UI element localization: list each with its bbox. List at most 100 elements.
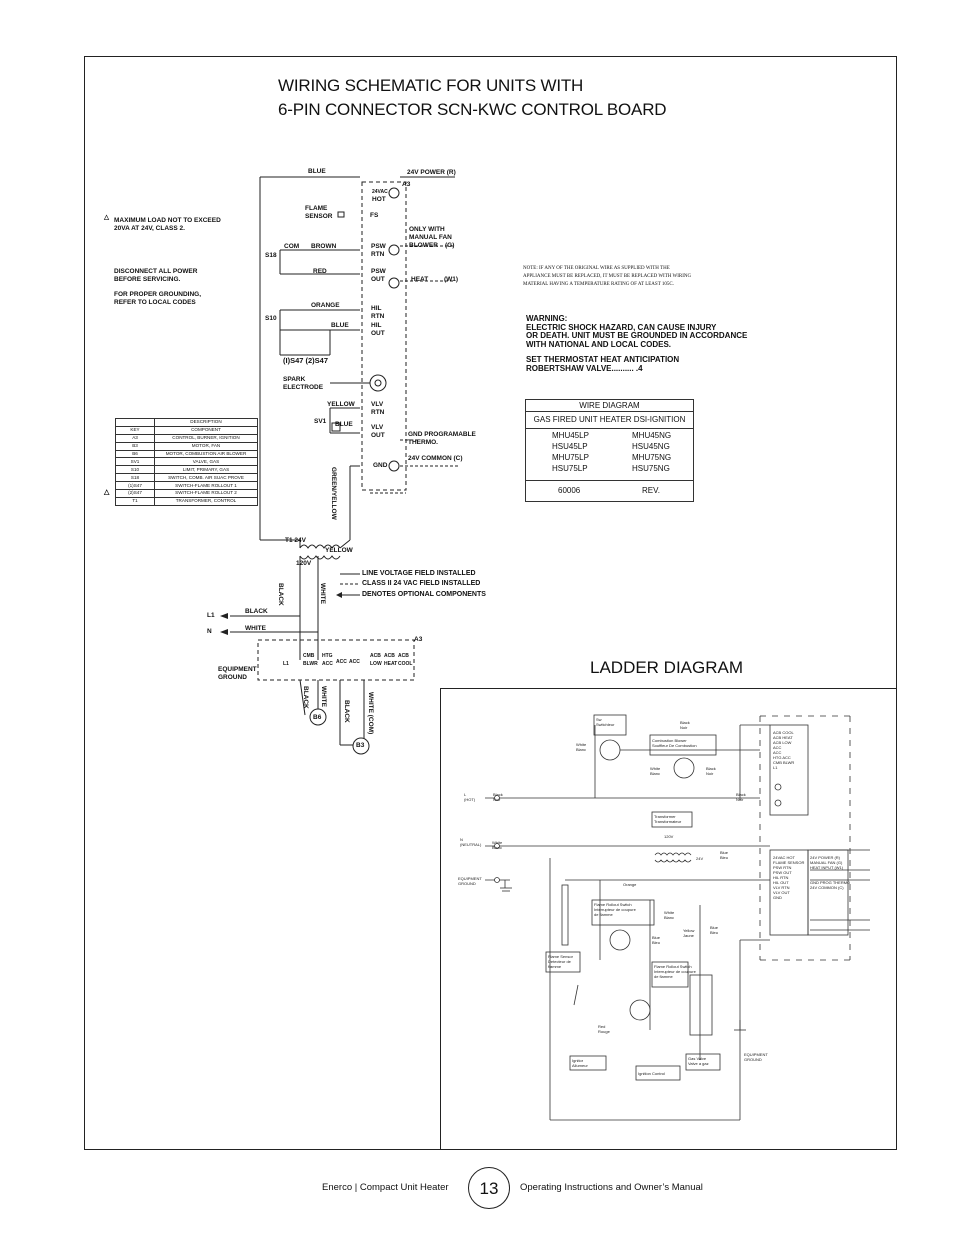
b3-label: B3 xyxy=(356,742,365,749)
blue3-label: BLUE xyxy=(335,421,353,428)
table-header-key xyxy=(115,418,155,427)
white-vertical-label: WHITE xyxy=(319,583,326,604)
com-label: COM xyxy=(284,243,300,250)
disconnect-note: DISCONNECT ALL POWER BEFORE SERVICING. xyxy=(114,268,198,283)
n-label: N xyxy=(207,628,212,635)
t1-label: T1 24V xyxy=(285,537,306,544)
l1b-label: L1 xyxy=(283,661,289,667)
a3-label: A3 xyxy=(402,181,411,188)
ladder-24v: 24V xyxy=(696,856,704,861)
thermostat-note: SET THERMOSTAT HEAT ANTICIPATION ROBERTS… xyxy=(526,355,680,373)
brown-label: BROWN xyxy=(311,243,337,250)
legend-solid: LINE VOLTAGE FIELD INSTALLED xyxy=(362,570,476,577)
ladder-right-labels: 24V POWER (R) MANUAL FAN (G) HEAT INPUT … xyxy=(810,855,851,890)
black-vertical-label: BLACK xyxy=(277,583,284,606)
wire-diagram-footer xyxy=(526,480,693,503)
acc1-label: ACC xyxy=(336,659,347,665)
sv1-label: SV1 xyxy=(314,418,327,425)
ladder-blue-3: Blue Bleu xyxy=(710,925,719,935)
ladder-transformer: Transformer Transformateur xyxy=(654,814,682,824)
max-load-note: MAXIMUM LOAD NOT TO EXCEED 20VA AT 24V, … xyxy=(114,217,221,232)
psw-rtn-label: PSW RTN xyxy=(371,243,386,258)
ladder-combustion-switch: Flame Rollout Switch Interrupteur de cou… xyxy=(594,902,636,917)
legend-arrow: DENOTES OPTIONAL COMPONENTS xyxy=(362,591,486,598)
yellow2-label: YELLOW xyxy=(325,547,353,554)
heat-label: HEAT xyxy=(411,276,429,283)
black4-label: BLACK xyxy=(343,700,350,723)
ladder-black-4: Black Noir xyxy=(736,792,746,802)
fs-label: FS xyxy=(370,212,379,219)
ladder-ignitor: Ignitor Allumeur xyxy=(572,1058,588,1068)
ladder-black-top: Black Noir xyxy=(680,720,690,730)
hil-rtn-label: HIL RTN xyxy=(371,305,385,320)
ladder-white-4: White Blanc xyxy=(664,910,675,920)
ladder-l-hot: L (HOT) xyxy=(464,792,476,802)
ladder-blue-1: Blue Bleu xyxy=(720,850,729,860)
acc2-label: ACC xyxy=(349,659,360,665)
ladder-rollout-switch: Flame Rollout Switch Interrupteur de cou… xyxy=(654,964,696,979)
page-number: 13 xyxy=(468,1167,510,1209)
footer-left: Enerco | Compact Unit Heater xyxy=(322,1182,449,1193)
ladder-flame-sensor: Flame Sensor Detecteur de flamme xyxy=(548,954,573,969)
vlv-out-label: VLV OUT xyxy=(371,424,385,439)
page-frame xyxy=(84,56,897,1150)
ladder-white-3: White Blanc xyxy=(492,840,503,850)
white2-label: WHITE xyxy=(245,625,266,632)
flame-sensor-label: FLAME SENSOR xyxy=(305,205,333,220)
ladder-blue-2: Blue Bleu xyxy=(652,935,661,945)
b6-label: B6 xyxy=(313,714,322,721)
legend-dashed: CLASS II 24 VAC FIELD INSTALLED xyxy=(362,580,481,587)
spark-electrode-label: SPARK ELECTRODE xyxy=(283,376,324,391)
page-footer: Enerco | Compact Unit Heater 13 Operatin… xyxy=(0,1167,954,1209)
cmb-blwr-label: CMB BLWR xyxy=(303,653,318,667)
warning-triangle-icon: △ xyxy=(104,489,110,496)
footer-right: Operating Instructions and Owner’s Manua… xyxy=(520,1182,703,1193)
replace-note: NOTE: IF ANY OF THE ORIGINAL WIRE AS SUP… xyxy=(523,266,692,287)
diagram-number: 60006 xyxy=(558,486,581,495)
acb-low-label: ACB LOW xyxy=(370,653,382,667)
ladder-gas-valve: Gas Valve Valve a gaz xyxy=(688,1056,709,1066)
hil-out-label: HIL OUT xyxy=(371,322,385,337)
black2-label: BLACK xyxy=(245,608,268,615)
s10-label: S10 xyxy=(265,315,277,322)
ladder-white-1: White Blanc xyxy=(576,742,587,752)
ladder-white-2: White Blanc xyxy=(650,766,661,776)
red-label: RED xyxy=(313,268,327,275)
ladder-combustion-blower: Combustion Blower Souffleur De Combustio… xyxy=(652,738,697,748)
ladder-ignition-control: Ignition Control xyxy=(638,1071,665,1076)
ladder-diagram-box xyxy=(440,688,897,1150)
htg-acc-label: HTG ACC xyxy=(322,653,333,667)
white3-label: WHITE xyxy=(320,686,327,707)
acb-heat-label: ACB HEAT xyxy=(384,653,398,667)
black3-label: BLACK xyxy=(302,686,309,709)
vlv-rtn-label: VLV RTN xyxy=(371,401,385,416)
common-label: 24V COMMON (C) xyxy=(408,455,463,462)
models-right: MHU45NG HSU45NG MHU75NG HSU75NG xyxy=(632,431,672,473)
psw-out-label: PSW OUT xyxy=(371,268,386,283)
green-yellow-label: GREEN/YELLOW xyxy=(330,467,337,520)
w1-label: (W1) xyxy=(444,276,459,283)
ladder-equipment-ground: EQUIPMENT GROUND xyxy=(458,876,482,886)
wire-diagram-header: WIRE DIAGRAM xyxy=(526,400,693,412)
v120-label: 120V xyxy=(296,560,312,567)
gnd-programmable-label: GND PROGRAMABLE THERMO. xyxy=(408,431,476,446)
acb-cool-label: ACB COOL xyxy=(398,653,413,667)
a3b-label: A3 xyxy=(414,636,423,643)
wire-diagram-box: WIRE DIAGRAM GAS FIRED UNIT HEATER DSI-I… xyxy=(525,399,694,502)
ladder-black-2: Black Noir xyxy=(706,766,716,776)
orange-label: ORANGE xyxy=(311,302,340,309)
vac24-label: 24VAC xyxy=(372,189,388,195)
only-with-label: ONLY WITH MANUAL FAN BLOWER xyxy=(409,226,452,249)
grounding-note: FOR PROPER GROUNDING, REFER TO LOCAL COD… xyxy=(114,291,202,306)
ladder-yellow: Yellow Jaune xyxy=(683,928,695,938)
s18-label: S18 xyxy=(265,252,277,259)
